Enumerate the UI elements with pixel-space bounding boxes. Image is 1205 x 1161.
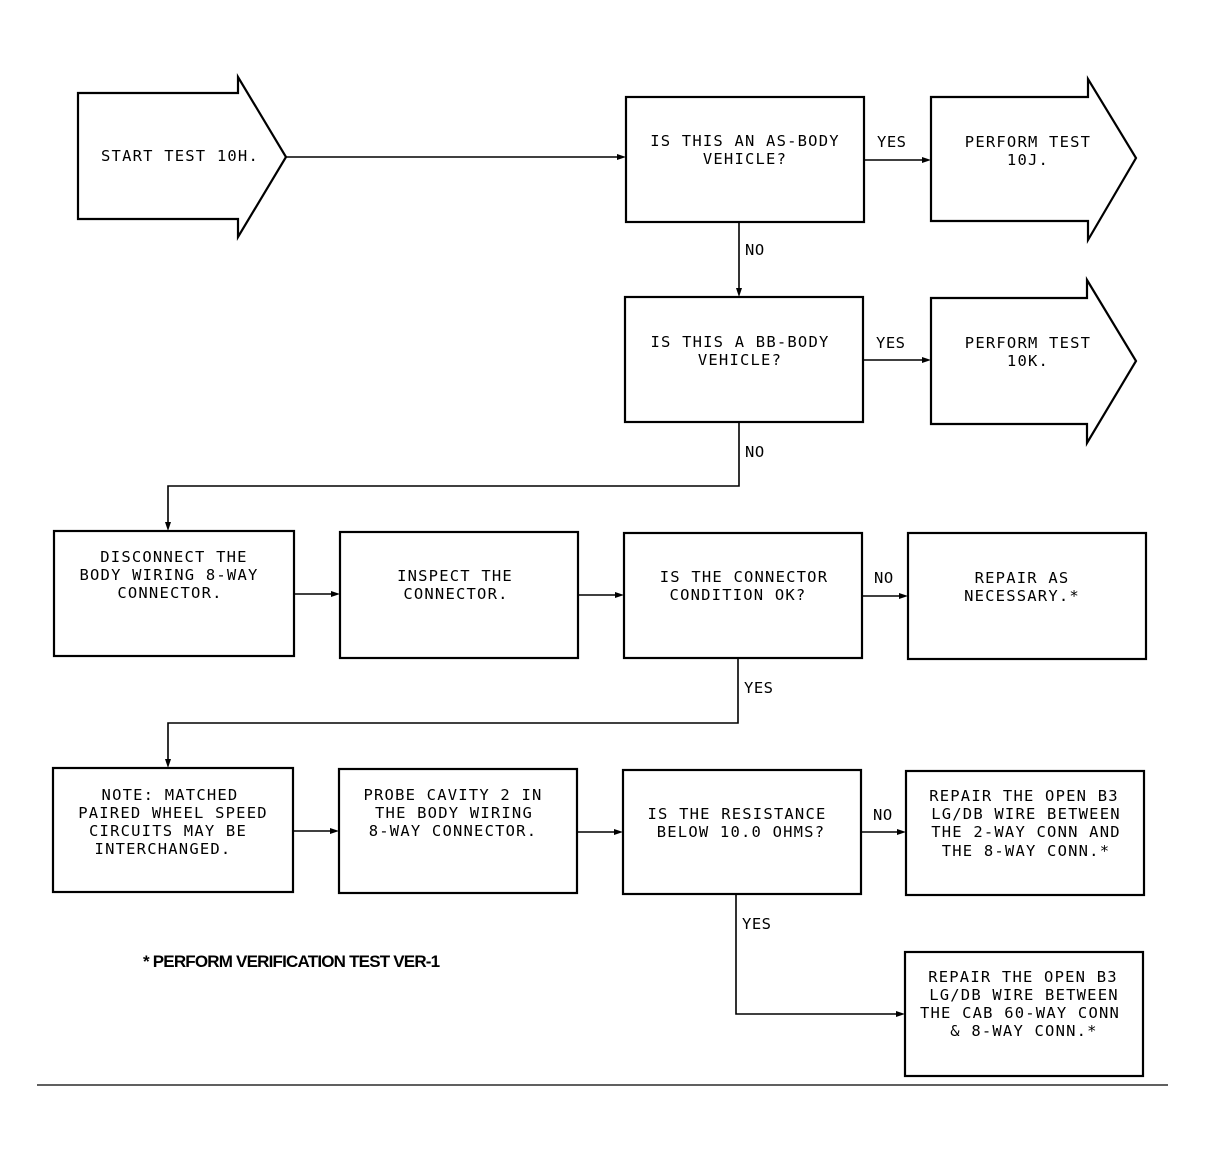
repair-open-2way-box xyxy=(904,769,1146,897)
inspect-line-1: INSPECT THE xyxy=(397,567,513,585)
as-body-line-2: VEHICLE? xyxy=(703,150,787,168)
conn-yes-label: YES xyxy=(744,679,774,697)
as-no-arrowhead xyxy=(736,288,742,297)
start-line-1: START TEST 10H. xyxy=(101,147,259,165)
connectors xyxy=(165,154,931,1017)
conn-yes-line xyxy=(167,658,739,762)
footnote: * PERFORM VERIFICATION TEST VER-1 xyxy=(143,952,440,971)
res-yes-arrowhead xyxy=(896,1011,905,1017)
repair-cab-line-1: REPAIR THE OPEN B3 xyxy=(928,968,1118,986)
repair-necessary-box xyxy=(906,531,1148,661)
as-body-line-1: IS THIS AN AS-BODY xyxy=(650,132,840,150)
note-line-2: PAIRED WHEEL SPEED xyxy=(78,804,268,822)
repair-2way-line-3: THE 2-WAY CONN AND xyxy=(931,823,1121,841)
repair-cab-line-2: LG/DB WIRE BETWEEN xyxy=(929,986,1119,1004)
resistance-question-box xyxy=(621,768,863,896)
start-arrow xyxy=(76,73,288,241)
repair-2way-line-4: THE 8-WAY CONN.* xyxy=(942,842,1111,860)
connector-q-line-1: IS THE CONNECTOR xyxy=(660,568,829,586)
perform-10k-line-2: 10K. xyxy=(1007,352,1049,370)
bb-yes-label: YES xyxy=(876,334,906,352)
bb-no-arrowhead xyxy=(165,522,171,531)
connector-q-line-2: CONDITION OK? xyxy=(670,586,807,604)
as-yes-arrowhead xyxy=(922,157,931,163)
bb-body-line-1: IS THIS A BB-BODY xyxy=(650,333,829,351)
as-no-label: NO xyxy=(745,241,765,259)
conn-yes-arrowhead xyxy=(165,759,171,768)
bb-no-label: NO xyxy=(745,443,765,461)
perform-10j-line-2: 10J. xyxy=(1007,151,1049,169)
note-line-3: CIRCUITS MAY BE xyxy=(89,822,247,840)
disconnect-to-inspect-arrowhead xyxy=(331,591,340,597)
inspect-to-question-arrowhead xyxy=(615,592,624,598)
bb-no-line xyxy=(167,422,740,525)
repair-2way-line-1: REPAIR THE OPEN B3 xyxy=(929,787,1119,805)
perform-10k-arrow xyxy=(929,276,1138,447)
repair-cab-line-4: & 8-WAY CONN.* xyxy=(950,1022,1097,1040)
disconnect-line-3: CONNECTOR. xyxy=(117,584,222,602)
conn-no-arrowhead xyxy=(899,593,908,599)
repair-necessary-line-2: NECESSARY.* xyxy=(964,587,1080,605)
perform-10j-arrow xyxy=(929,75,1138,245)
probe-line-3: 8-WAY CONNECTOR. xyxy=(369,822,538,840)
perform-10j-line-1: PERFORM TEST xyxy=(965,133,1091,151)
probe-line-1: PROBE CAVITY 2 IN xyxy=(363,786,542,804)
disconnect-line-1: DISCONNECT THE xyxy=(100,548,247,566)
repair-open-cab-box xyxy=(903,950,1145,1078)
probe-box xyxy=(337,767,579,895)
note-line-1: NOTE: MATCHED xyxy=(102,786,239,804)
bb-body-line-2: VEHICLE? xyxy=(698,351,782,369)
repair-necessary-line-1: REPAIR AS xyxy=(975,569,1070,587)
bb-body-question-box xyxy=(623,295,865,424)
res-no-arrowhead xyxy=(897,829,906,835)
as-body-question-box xyxy=(624,95,866,224)
resistance-q-line-1: IS THE RESISTANCE xyxy=(647,805,826,823)
disconnect-line-2: BODY WIRING 8-WAY xyxy=(79,566,258,584)
perform-10k-line-1: PERFORM TEST xyxy=(965,334,1091,352)
probe-to-question-arrowhead xyxy=(614,829,623,835)
inspect-line-2: CONNECTOR. xyxy=(403,585,508,603)
start-to-as-arrowhead xyxy=(617,154,626,160)
resistance-q-line-2: BELOW 10.0 OHMS? xyxy=(657,823,826,841)
bb-yes-arrowhead xyxy=(922,357,931,363)
conn-no-label: NO xyxy=(874,569,894,587)
res-no-label: NO xyxy=(873,806,893,824)
as-yes-label: YES xyxy=(877,133,907,151)
res-yes-line xyxy=(735,894,899,1015)
repair-2way-line-2: LG/DB WIRE BETWEEN xyxy=(931,805,1121,823)
probe-line-2: THE BODY WIRING xyxy=(375,804,533,822)
res-yes-label: YES xyxy=(742,915,772,933)
repair-cab-line-3: THE CAB 60-WAY CONN xyxy=(920,1004,1120,1022)
note-line-4: INTERCHANGED. xyxy=(95,840,232,858)
note-box xyxy=(51,766,295,894)
note-to-probe-arrowhead xyxy=(330,828,339,834)
